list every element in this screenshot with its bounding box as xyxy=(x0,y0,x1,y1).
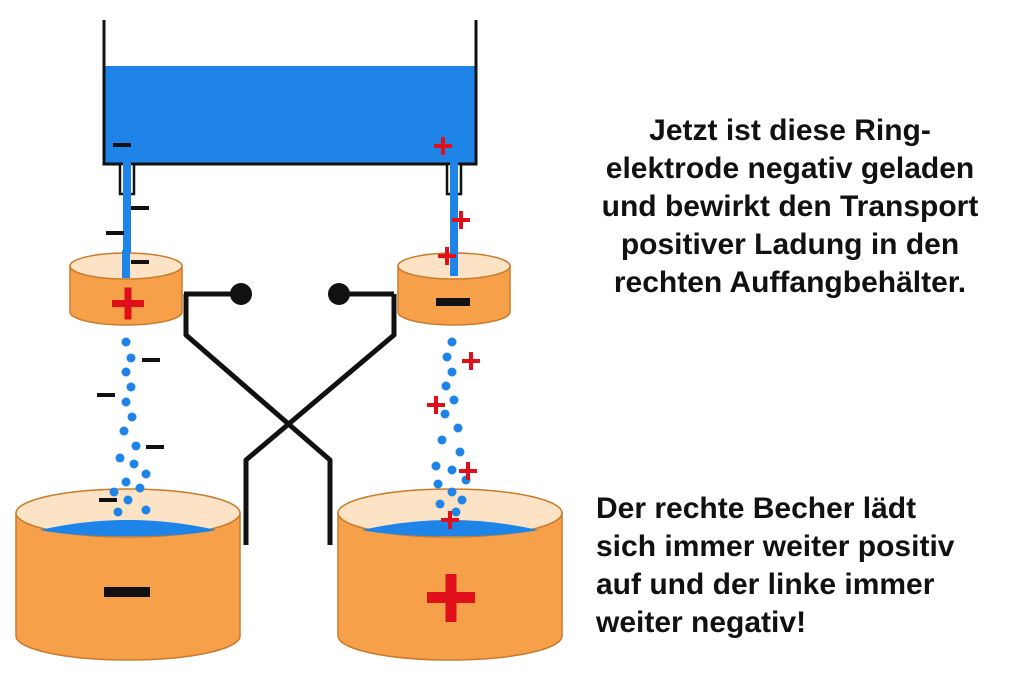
left-outlet-tube xyxy=(118,162,136,280)
right-ring-electrode xyxy=(397,250,511,326)
positive-charge-mark xyxy=(438,247,456,265)
water-droplet xyxy=(141,505,151,515)
positive-charge-mark xyxy=(427,396,445,414)
water-droplet xyxy=(123,495,133,505)
left-jet-through-ring xyxy=(122,250,130,278)
caption-bottom-line: auf und der linke immer xyxy=(596,568,935,601)
water-droplet xyxy=(447,367,457,377)
left-beaker-water xyxy=(40,520,216,537)
right-droplet-stream xyxy=(431,337,471,517)
caption-top-line: Jetzt ist diese Ring- xyxy=(649,114,931,147)
water-droplet xyxy=(115,453,125,463)
caption-bottom-line: sich immer weiter positiv xyxy=(596,530,955,563)
caption-bottom-line: Der rechte Becher lädt xyxy=(596,492,917,525)
water-droplet xyxy=(453,423,463,433)
left-ring-plus-sign xyxy=(112,287,144,320)
right-ring-body xyxy=(397,265,511,326)
water-droplet xyxy=(447,337,457,347)
water-droplet xyxy=(127,412,137,422)
right-ring-minus-sign xyxy=(436,298,470,306)
caption-top-line: und bewirkt den Transport xyxy=(601,190,979,223)
left-droplet-stream xyxy=(109,337,151,517)
negative-charge-mark xyxy=(113,143,131,147)
water-droplet xyxy=(440,409,450,419)
water-droplet xyxy=(437,435,447,445)
water-reservoir xyxy=(102,20,478,166)
caption-top-line: elektrode negativ geladen xyxy=(605,152,975,185)
water-droplet xyxy=(113,507,123,517)
positive-charge-mark xyxy=(462,352,480,370)
positive-charge-mark xyxy=(452,211,470,229)
water-droplet xyxy=(109,487,119,497)
positive-charge-mark xyxy=(441,511,459,529)
water-droplet xyxy=(435,499,445,509)
left-water-jet xyxy=(123,162,131,280)
water-droplet xyxy=(131,441,141,451)
water-droplet xyxy=(119,426,129,436)
water-droplet xyxy=(447,465,457,475)
water-droplet xyxy=(121,477,131,487)
water-droplet xyxy=(442,352,452,362)
negative-charge-mark xyxy=(106,231,124,235)
wire-right-ring-to-left-beaker xyxy=(243,294,397,545)
right-beaker-plus-sign xyxy=(427,574,475,622)
left-ring-electrode xyxy=(69,250,183,326)
wire-left-ring-to-right-beaker xyxy=(183,294,333,545)
negative-charge-mark xyxy=(131,260,149,264)
water-droplet xyxy=(451,507,461,517)
water-droplet xyxy=(457,495,467,505)
right-jet-through-ring xyxy=(450,250,458,276)
caption-bottom: Der rechte Becher lädt sich immer weiter… xyxy=(596,490,1024,642)
water-droplet xyxy=(121,337,131,347)
water-droplet xyxy=(431,461,441,471)
negative-charge-mark xyxy=(131,206,149,210)
caption-top-line: rechten Auffangbehälter. xyxy=(613,266,967,299)
water-droplet xyxy=(449,395,459,405)
right-beaker xyxy=(337,488,563,661)
left-beaker xyxy=(15,488,241,661)
water-droplet xyxy=(447,487,457,497)
water-droplet xyxy=(121,397,131,407)
left-terminal xyxy=(230,283,252,305)
water-droplet xyxy=(141,469,151,479)
reservoir-water xyxy=(104,66,476,164)
water-droplet xyxy=(126,353,136,363)
caption-top-line: positiver Ladung in den xyxy=(620,228,960,261)
water-droplet xyxy=(455,447,465,457)
water-droplet xyxy=(441,381,451,391)
caption-bottom-line: weiter negativ! xyxy=(596,606,807,639)
left-beaker-minus-sign xyxy=(104,587,150,597)
water-droplet xyxy=(135,483,145,493)
right-terminal xyxy=(328,283,350,305)
water-droplet xyxy=(129,459,139,469)
water-droplet xyxy=(126,382,136,392)
water-droplet xyxy=(121,367,131,377)
reservoir-walls xyxy=(102,20,478,166)
left-beaker-body xyxy=(15,512,241,661)
negative-charge-mark xyxy=(142,358,160,362)
negative-charge-mark xyxy=(146,445,164,449)
water-droplet xyxy=(433,479,443,489)
negative-charge-mark xyxy=(99,498,117,502)
positive-charge-mark xyxy=(459,462,477,480)
negative-charge-mark xyxy=(97,393,115,397)
caption-top: Jetzt ist diese Ring- elektrode negativ … xyxy=(560,112,1020,302)
charge-markers xyxy=(97,137,480,529)
positive-charge-mark xyxy=(434,137,452,155)
